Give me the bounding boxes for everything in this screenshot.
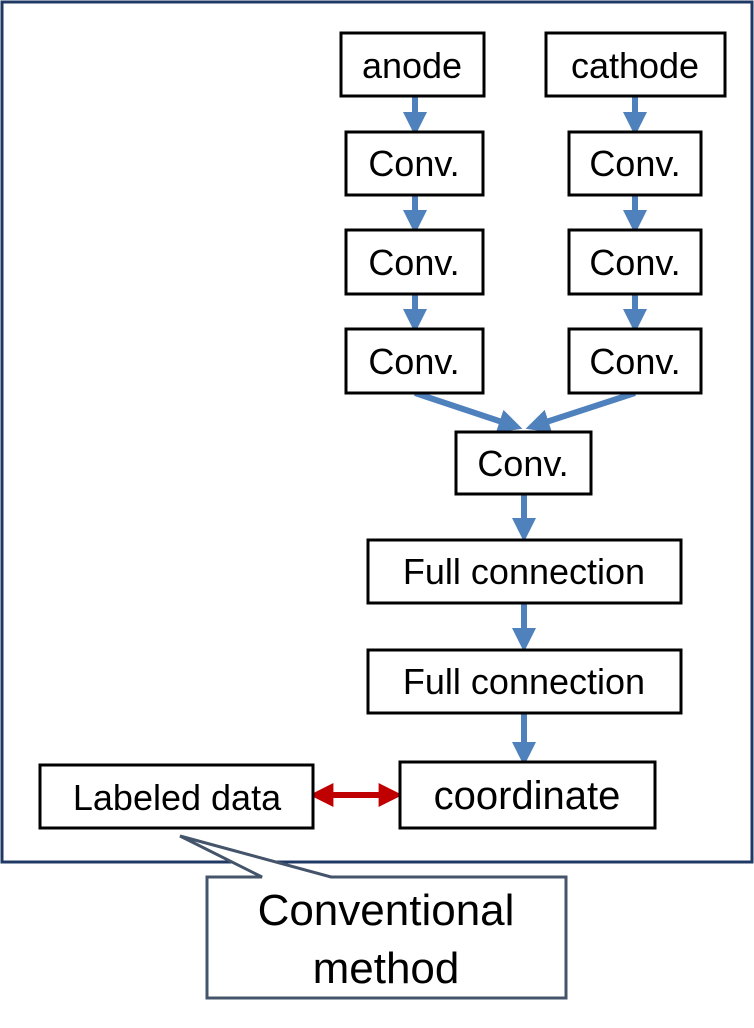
box-full-connection-1: Full connection [366,538,683,605]
arrow-anode-merge [414,390,523,433]
callout-conventional-method: Conventional method [179,834,568,1000]
coordinate-label: coordinate [434,774,621,818]
callout-line-2: method [313,944,460,993]
box-cathode-conv-3: Conv. [567,327,703,395]
cathode-conv-2-label: Conv. [589,242,680,283]
merged-conv-label: Conv. [477,443,568,484]
box-anode: anode [339,31,486,98]
box-anode-conv-3: Conv. [344,327,485,395]
flow-arrows [403,96,647,766]
box-anode-conv-1: Conv. [344,130,485,197]
callout-line-1: Conventional [258,886,515,935]
box-coordinate: coordinate [398,760,657,830]
cathode-label: cathode [571,45,699,86]
box-full-connection-2: Full connection [366,648,683,715]
cathode-conv-3-label: Conv. [589,341,680,382]
full-connection-2-label: Full connection [403,661,645,702]
anode-conv-2-label: Conv. [368,242,459,283]
box-anode-conv-2: Conv. [344,228,485,296]
cathode-conv-1-label: Conv. [589,143,680,184]
anode-conv-1-label: Conv. [368,143,459,184]
box-cathode-conv-1: Conv. [567,130,703,197]
box-cathode: cathode [544,31,727,98]
box-cathode-conv-2: Conv. [567,228,703,296]
box-merged-conv: Conv. [454,430,593,496]
arrow-cathode-merge [525,390,636,433]
anode-label: anode [362,45,462,86]
full-connection-1-label: Full connection [403,551,645,592]
labeled-data-label: Labeled data [73,777,282,818]
anode-conv-3-label: Conv. [368,341,459,382]
box-labeled-data: Labeled data [38,763,315,830]
